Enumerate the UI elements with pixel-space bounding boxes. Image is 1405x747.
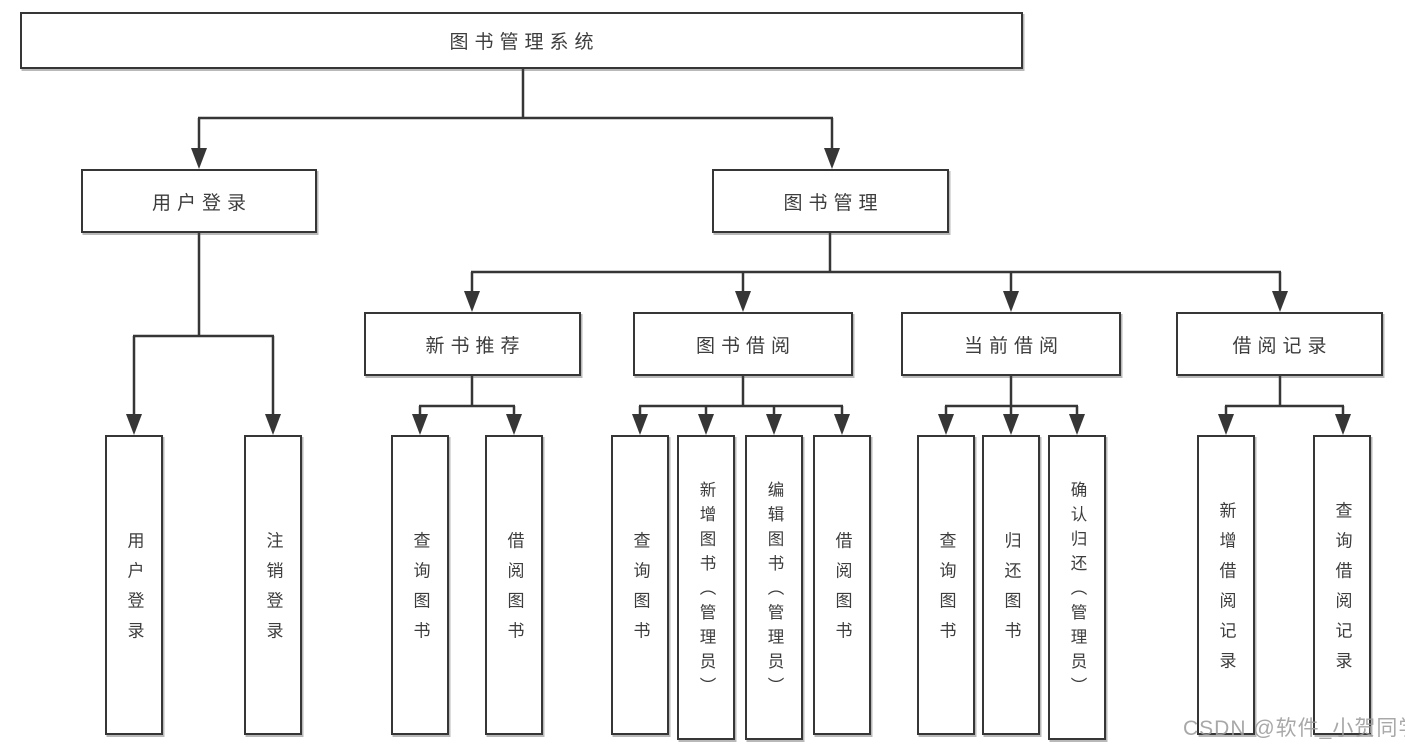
- node-borrow-records: 借阅记录: [1176, 312, 1383, 376]
- node-book-management: 图书管理: [712, 169, 949, 233]
- leaf-query-borrow-record: 查询借阅记录: [1313, 435, 1371, 735]
- node-label: 新书推荐: [425, 335, 526, 357]
- leaf-add-borrow-record: 新增借阅记录: [1197, 435, 1255, 735]
- node-label: 注销登录: [263, 531, 283, 652]
- node-new-book-recommend: 新书推荐: [364, 312, 581, 376]
- node-label: 用户登录: [151, 192, 252, 214]
- node-label: 查询借阅记录: [1332, 501, 1352, 682]
- node-label: 借阅图书: [832, 531, 852, 652]
- node-label: 借阅记录: [1232, 335, 1333, 357]
- leaf-query-books-3: 查询图书: [917, 435, 975, 735]
- node-label: 新增图书（管理员）: [697, 481, 715, 702]
- leaf-query-books-2: 查询图书: [611, 435, 669, 735]
- node-label: 图书管理系统: [449, 32, 600, 53]
- node-label: 归还图书: [1001, 531, 1021, 652]
- leaf-logout: 注销登录: [244, 435, 302, 735]
- node-user-login: 用户登录: [81, 169, 317, 233]
- node-label: 借阅图书: [504, 531, 524, 652]
- node-label: 图书管理: [783, 192, 884, 214]
- node-root: 图书管理系统: [20, 12, 1023, 69]
- node-label: 查询图书: [630, 531, 650, 652]
- leaf-add-book-admin: 新增图书（管理员）: [677, 435, 735, 740]
- csdn-watermark: CSDN @软件_小贺同学: [1183, 717, 1405, 740]
- leaf-query-books-1: 查询图书: [391, 435, 449, 735]
- node-label: 确认归还（管理员）: [1068, 481, 1086, 702]
- node-current-borrow: 当前借阅: [901, 312, 1121, 376]
- leaf-edit-book-admin: 编辑图书（管理员）: [745, 435, 803, 740]
- node-label: 当前借阅: [963, 335, 1064, 357]
- arrowheads: [126, 148, 1351, 435]
- leaf-return-book: 归还图书: [982, 435, 1040, 735]
- node-label: 编辑图书（管理员）: [765, 481, 783, 702]
- node-label: 图书借阅: [695, 335, 796, 357]
- node-label: 查询图书: [410, 531, 430, 652]
- node-book-borrow: 图书借阅: [633, 312, 853, 376]
- leaf-confirm-return-admin: 确认归还（管理员）: [1048, 435, 1106, 740]
- node-label: 查询图书: [936, 531, 956, 652]
- node-label: 新增借阅记录: [1216, 501, 1236, 682]
- leaf-user-login: 用户登录: [105, 435, 163, 735]
- node-label: 用户登录: [124, 531, 144, 652]
- leaf-borrow-books-2: 借阅图书: [813, 435, 871, 735]
- leaf-borrow-books-1: 借阅图书: [485, 435, 543, 735]
